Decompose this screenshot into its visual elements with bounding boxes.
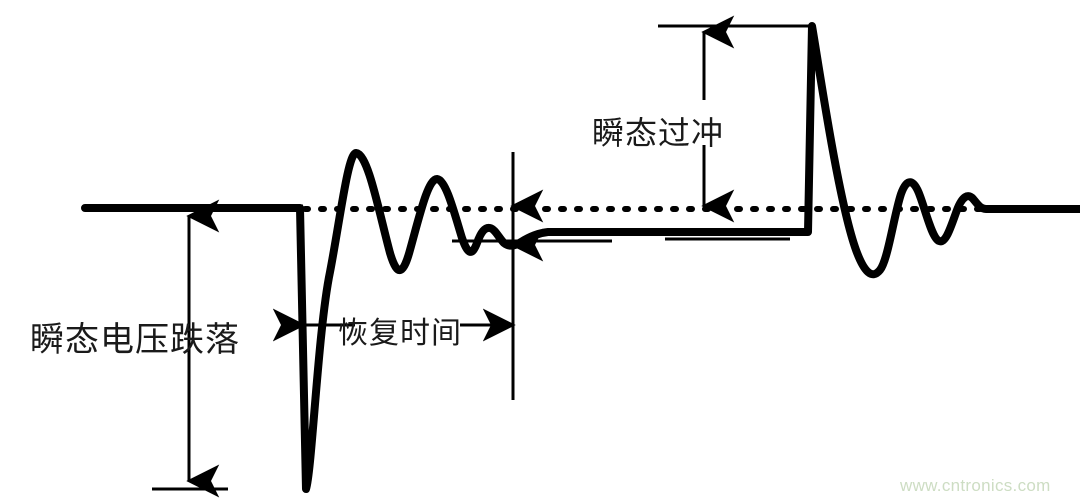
transient-overshoot-label: 瞬态过冲 xyxy=(592,114,725,152)
transient-voltage-sag-label: 瞬态电压跌落 xyxy=(30,320,240,360)
recovery-time-label: 恢复时间 xyxy=(338,316,462,351)
waveform-trace xyxy=(81,22,1080,493)
watermark-text: www.cntronics.com xyxy=(900,476,1051,495)
